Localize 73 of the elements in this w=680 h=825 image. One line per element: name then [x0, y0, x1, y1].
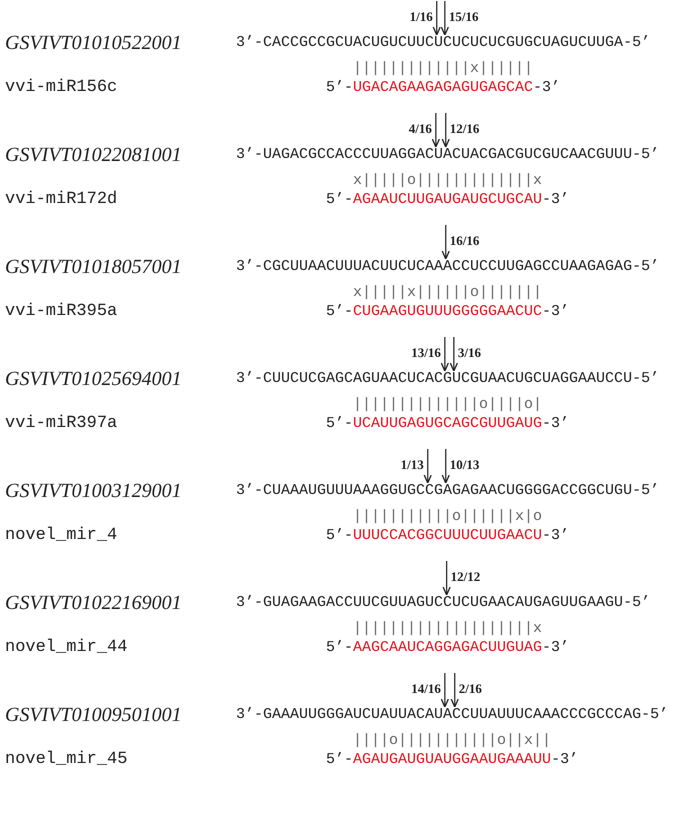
arrow-label: 12/16: [448, 122, 480, 136]
base-pairing-symbols: x|||||x||||||o|||||||: [353, 284, 542, 302]
mirna-sequence: UGACAGAAGAGAGUGAGCAC: [353, 79, 534, 96]
mirna-name: novel_mir_4: [5, 526, 118, 546]
mirna-sequence: AAGCAAUCAGGAGACUUGUAG: [353, 639, 542, 656]
mirna-sequence: UUUCCACGGCUUUCUUGAACU: [353, 527, 542, 544]
target-sequence: 3’-CUUCUCGAGCAGUAACUCACGUCGUAACUGCUAGGAAUCCU-5’: [236, 370, 660, 388]
mirna-name: novel_mir_45: [5, 750, 128, 770]
mirna-name: vvi-miR395a: [5, 302, 118, 322]
arrow-label: 10/13: [448, 458, 480, 472]
mirna-name: vvi-miR172d: [5, 190, 118, 210]
five-prime-end-label: 5’-: [326, 639, 354, 656]
target-gene-id: GSVIVT01022081001: [5, 144, 182, 166]
target-sequence: 3’-CACCGCCGCUACUGUCUUCUCUCUCUCGUGCUAGUCUUGA-5’: [236, 34, 650, 52]
base-pairing-symbols: x|||||o|||||||||||||x: [353, 172, 542, 190]
five-prime-end-label: 5’-: [326, 79, 354, 96]
three-prime-end-label: -3’: [542, 303, 570, 320]
arrow: [442, 561, 451, 596]
three-prime-end-label: -3’: [551, 751, 578, 768]
target-gene-id: GSVIVT01003129001: [5, 480, 182, 502]
mirna-sequence: AGAAUCUUGAUGAUGCUGCAU: [353, 191, 542, 208]
arrow-label: 12/12: [450, 570, 482, 584]
mirna-sequence: CUGAAGUGUUUGGGGGAACUC: [353, 303, 542, 320]
arrow: [432, 1, 441, 36]
base-pairing-symbols: |||||||||||||x||||||: [353, 60, 534, 78]
target-sequence: 3’-UAGACGCCACCCUUAGGACUACUACGACGUCGUCAACGUUU-5’: [236, 146, 660, 164]
target-gene-id: GSVIVT01018057001: [5, 256, 182, 278]
arrow: [450, 337, 458, 372]
mirna-sequence: UCAUUGAGUGCAGCGUUGAUG: [353, 415, 542, 432]
three-prime-end-label: -3’: [542, 527, 570, 544]
five-prime-end-label: 5’-: [326, 303, 354, 320]
base-pairing-symbols: ||||||||||||||||||||x: [353, 620, 542, 638]
base-pairing-symbols: ||||||||||||||o||||o|: [353, 396, 542, 414]
arrow: [432, 113, 440, 148]
five-prime-end-label: 5’-: [326, 191, 354, 208]
arrow-label: 3/16: [456, 346, 482, 360]
arrow-label: 15/16: [448, 10, 480, 24]
target-gene-id: GSVIVT01025694001: [5, 368, 182, 390]
target-sequence: 3’-CGCUUAACUUUACUUCUCAAACCUCCUUGAGCCUAAGAGAG-5’: [236, 258, 660, 276]
arrow-label: 1/16: [408, 10, 434, 24]
target-gene-id: GSVIVT01022169001: [5, 592, 182, 614]
arrow-label: 13/16: [410, 346, 442, 360]
five-prime-end-label: 5’-: [326, 751, 354, 768]
arrow-label: 14/16: [410, 682, 442, 696]
three-prime-end-label: -3’: [542, 191, 570, 208]
arrow: [440, 673, 449, 708]
target-sequence: 3’-CUAAAUGUUUAAAGGUGCCGAGAGAACUGGGGACCGGCUGU-5’: [236, 482, 660, 500]
five-prime-end-label: 5’-: [326, 415, 354, 432]
target-sequence: 3’-GUAGAAGACCUUCGUUAGUCCUCUGAACAUGAGUUGAAGU-5’: [236, 594, 650, 612]
arrow-label: 16/16: [448, 234, 480, 248]
mirna-name: novel_mir_44: [5, 638, 128, 658]
mirna-name: vvi-miR156c: [5, 78, 118, 98]
arrow-label: 2/16: [458, 682, 483, 696]
three-prime-end-label: -3’: [542, 639, 570, 656]
arrow: [440, 1, 449, 36]
arrow-label: 1/13: [400, 458, 425, 472]
arrow-label: 4/16: [408, 122, 433, 136]
arrow: [440, 337, 449, 372]
arrow: [442, 113, 450, 148]
mirna-sequence: AGAUGAUGUAUGGAAUGAAAUU: [353, 751, 552, 768]
target-sequence: 3’-GAAAUUGGGAUCUAUUACAUACCUUAUUUCAAACCCGCCCAG-5’: [236, 706, 668, 724]
mirna-name: vvi-miR397a: [5, 414, 118, 434]
arrow: [442, 449, 450, 484]
three-prime-end-label: -3’: [533, 79, 560, 96]
base-pairing-symbols: ||||o|||||||||||o||x||: [353, 732, 552, 750]
five-prime-end-label: 5’-: [326, 527, 354, 544]
base-pairing-symbols: |||||||||||o||||||x|o: [353, 508, 542, 526]
three-prime-end-label: -3’: [542, 415, 570, 432]
arrow: [442, 225, 450, 260]
arrow: [450, 673, 459, 708]
arrow: [424, 449, 432, 484]
target-gene-id: GSVIVT01010522001: [5, 32, 182, 54]
target-gene-id: GSVIVT01009501001: [5, 704, 182, 726]
